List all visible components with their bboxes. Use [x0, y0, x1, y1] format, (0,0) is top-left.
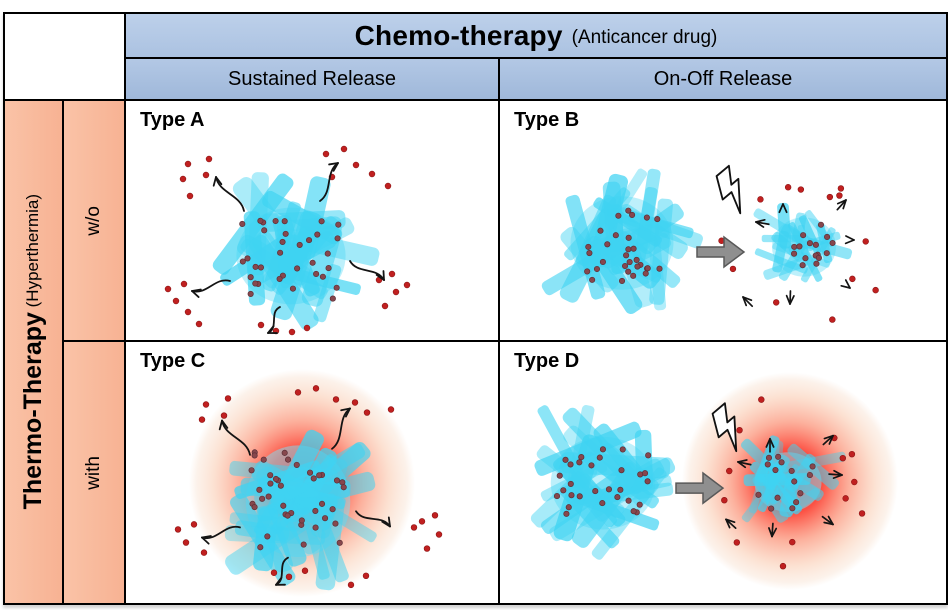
type-d-illustration — [530, 372, 898, 590]
header-subtitle: (Anticancer drug) — [571, 26, 718, 48]
row-group-header-thermo-therapy: Thermo-Therapy (Hyperthermia) — [5, 101, 64, 603]
cell-type-c: Type C — [126, 342, 500, 603]
cell-type-b: Type B — [500, 101, 946, 342]
type-d-label: Type D — [514, 350, 580, 372]
sidebar-subtitle: (Hyperthermia) — [23, 194, 42, 308]
thermo-therapy-vertical-label: Thermo-Therapy (Hyperthermia) — [19, 194, 48, 509]
type-a-illustration — [164, 145, 411, 336]
header-chemo-therapy: Chemo-therapy (Anticancer drug) — [126, 14, 946, 59]
matrix-table: Chemo-therapy (Anticancer drug) Sustaine… — [3, 12, 948, 605]
sidebar-title: Thermo-Therapy — [19, 312, 47, 510]
type-c-label: Type C — [140, 350, 206, 372]
column-label: On-Off Release — [653, 67, 793, 90]
type-b-illustration — [541, 164, 879, 323]
row-header-with-hyperthermia: with — [64, 342, 126, 603]
cell-type-a: Type A — [126, 101, 500, 342]
row-label-with: with — [83, 455, 104, 490]
corner-empty-cell — [5, 14, 126, 101]
row-label-wo: w/o — [83, 205, 104, 236]
header-title: Chemo-therapy — [354, 19, 563, 51]
column-header-on-off-release: On-Off Release — [500, 59, 946, 101]
column-header-sustained-release: Sustained Release — [126, 59, 500, 101]
cell-type-d: Type D — [500, 342, 946, 603]
column-label: Sustained Release — [228, 67, 396, 90]
type-a-label: Type A — [140, 109, 205, 131]
row-header-without-hyperthermia: w/o — [64, 101, 126, 342]
type-b-label: Type B — [514, 109, 580, 131]
type-c-illustration — [174, 369, 443, 597]
